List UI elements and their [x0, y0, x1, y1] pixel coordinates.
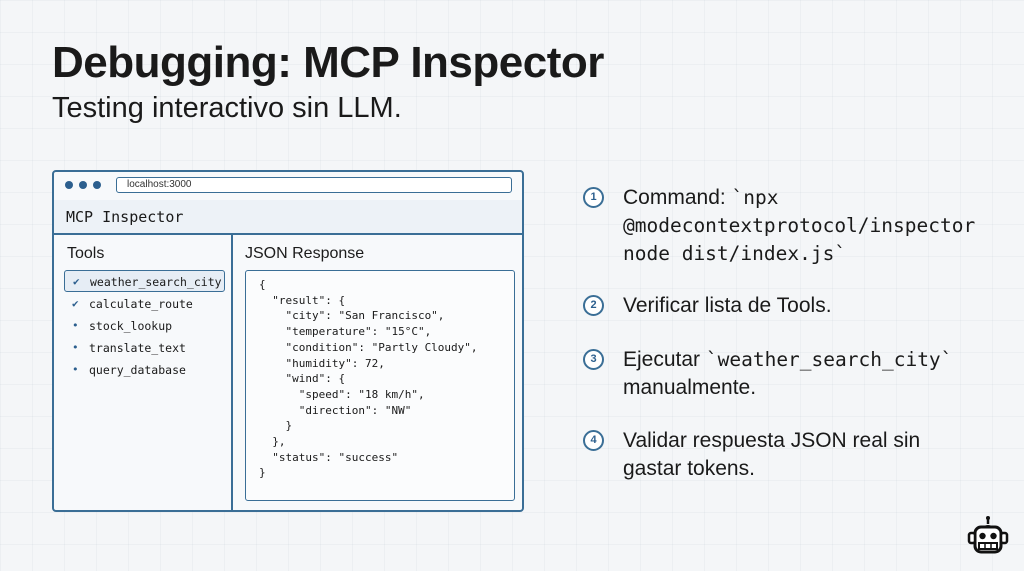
- step-number-badge: 4: [583, 430, 604, 451]
- tool-item-calculate-route[interactable]: ✔ calculate_route: [64, 293, 224, 315]
- step-code: `npx: [731, 186, 779, 209]
- json-response-panel: { "result": { "city": "San Francisco", "…: [245, 270, 515, 501]
- tool-item-stock-lookup[interactable]: • stock_lookup: [64, 315, 224, 337]
- step-number-badge: 1: [583, 187, 604, 208]
- json-line: "wind": {: [259, 372, 346, 386]
- json-line: "temperature": "15°C",: [259, 325, 432, 339]
- step-text-part: Command:: [623, 186, 732, 209]
- slide-subtitle: Testing interactivo sin LLM.: [52, 92, 402, 124]
- check-icon: ✔: [72, 297, 79, 310]
- window-dot-icon: [93, 181, 101, 189]
- json-line: "speed": "18 km/h",: [259, 387, 425, 401]
- step-number-badge: 3: [583, 349, 604, 370]
- json-line: "city": "San Francisco",: [259, 309, 445, 323]
- tool-label: query_database: [89, 363, 186, 377]
- robot-icon: [967, 516, 1009, 554]
- json-line: "direction": "NW": [259, 403, 412, 417]
- bullet-icon: •: [72, 341, 79, 354]
- tool-item-translate-text[interactable]: • translate_text: [64, 337, 224, 359]
- tools-heading: Tools: [67, 245, 105, 262]
- address-bar[interactable]: localhost:3000: [116, 177, 512, 193]
- step-code: node dist/index.js`: [623, 242, 847, 265]
- bullet-icon: •: [72, 363, 79, 376]
- json-line: },: [259, 435, 286, 449]
- step-text-part: manualmente.: [623, 376, 757, 399]
- step-text: Command: `npx @modecontextprotocol/inspe…: [623, 184, 1003, 268]
- json-line: "humidity": 72,: [259, 356, 385, 370]
- json-line: }: [259, 466, 266, 480]
- window-dot-icon: [79, 181, 87, 189]
- app-title: MCP Inspector: [66, 208, 184, 226]
- step-text-part: gastar tokens.: [623, 457, 755, 480]
- json-line: "condition": "Partly Cloudy",: [259, 340, 478, 354]
- window-dot-icon: [65, 181, 73, 189]
- json-line: }: [259, 419, 293, 433]
- tool-item-query-database[interactable]: • query_database: [64, 359, 224, 381]
- app-header: MCP Inspector: [54, 200, 522, 235]
- step-text: Ejecutar `weather_search_city` manualmen…: [623, 346, 1003, 402]
- check-icon: ✔: [73, 275, 80, 288]
- json-line: "status": "success": [259, 450, 399, 464]
- tool-label: calculate_route: [89, 297, 193, 311]
- step-text-part: Validar respuesta JSON real sin: [623, 429, 921, 452]
- json-line: {: [259, 278, 266, 291]
- bullet-icon: •: [72, 319, 79, 332]
- step-text: Validar respuesta JSON real sin gastar t…: [623, 427, 1003, 483]
- step-text: Verificar lista de Tools.: [623, 294, 832, 317]
- inspector-window: localhost:3000 MCP Inspector Tools ✔ weat…: [52, 170, 524, 512]
- step-code: `weather_search_city`: [705, 348, 953, 371]
- tool-label: translate_text: [89, 341, 186, 355]
- browser-bar: localhost:3000: [54, 172, 522, 202]
- tool-label: weather_search_city: [90, 275, 222, 289]
- step-code: @modecontextprotocol/inspector: [623, 214, 976, 237]
- slide-title: Debugging: MCP Inspector: [52, 38, 604, 87]
- step-number-badge: 2: [583, 295, 604, 316]
- tool-label: stock_lookup: [89, 319, 173, 333]
- step-text-part: Ejecutar: [623, 348, 706, 371]
- json-response-heading: JSON Response: [245, 245, 365, 262]
- panel-divider: [231, 233, 233, 510]
- json-line: "result": {: [259, 293, 346, 307]
- tool-item-weather-search-city[interactable]: ✔ weather_search_city: [64, 270, 225, 292]
